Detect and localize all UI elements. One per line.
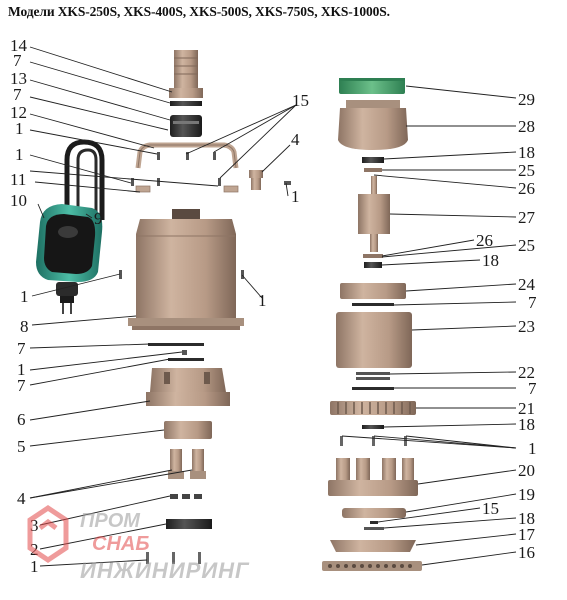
screws-top xyxy=(131,152,221,186)
callout-1: 1 xyxy=(15,145,24,164)
base-plate xyxy=(166,519,212,529)
bottom-screws xyxy=(146,552,201,564)
callout-25: 25 xyxy=(518,236,535,255)
callout-14: 14 xyxy=(10,36,28,55)
gasket-right-7a xyxy=(352,303,394,306)
impeller xyxy=(342,508,406,518)
watermark-line-1: ПРОМ xyxy=(80,510,141,532)
callout-1: 1 xyxy=(528,439,537,458)
callout-4: 4 xyxy=(17,489,26,508)
callout-13: 13 xyxy=(10,69,27,88)
valve-band xyxy=(173,121,199,124)
cable-gland xyxy=(249,170,291,190)
motor-end-cap xyxy=(340,283,406,299)
diagram-title: Модели XKS-250S, XKS-400S, XKS-500S, XKS… xyxy=(8,4,390,19)
callout-15: 15 xyxy=(292,91,309,110)
bearing-bottom xyxy=(364,262,382,268)
callout-8: 8 xyxy=(20,317,29,336)
check-valve xyxy=(170,115,202,137)
callout-16: 16 xyxy=(518,543,535,562)
callout-22: 22 xyxy=(518,363,535,382)
bearing-18c xyxy=(362,425,384,429)
callout-12: 12 xyxy=(10,103,27,122)
callout-27: 27 xyxy=(518,208,536,227)
callout-29: 29 xyxy=(518,90,535,109)
callout-7: 7 xyxy=(13,85,22,104)
callout-1: 1 xyxy=(291,187,300,206)
callout-7: 7 xyxy=(17,339,26,358)
callout-18: 18 xyxy=(518,143,535,162)
right-screws xyxy=(340,436,407,446)
callout-23: 23 xyxy=(518,317,535,336)
callout-18: 18 xyxy=(482,251,499,270)
o-ring xyxy=(170,101,202,106)
watermark-line-2: СНАБ xyxy=(92,533,150,555)
screw-right xyxy=(241,270,244,279)
callout-1: 1 xyxy=(17,360,26,379)
callout-7: 7 xyxy=(528,379,537,398)
wear-plate xyxy=(330,540,416,552)
callout-6: 6 xyxy=(17,410,26,429)
gasket-right-7b xyxy=(352,387,394,390)
upper-coupling xyxy=(338,100,408,150)
callout-5: 5 xyxy=(17,437,26,456)
callout-1: 1 xyxy=(258,291,267,310)
callout-26: 26 xyxy=(518,179,535,198)
motor-housing xyxy=(128,209,244,330)
callout-4: 4 xyxy=(291,130,300,149)
impeller-housing xyxy=(328,458,418,496)
callout-7: 7 xyxy=(13,51,22,70)
callout-21: 21 xyxy=(518,399,535,418)
small-nuts xyxy=(170,494,202,499)
gasket-7b xyxy=(168,358,204,361)
leader-lines xyxy=(29,46,517,567)
callout-18: 18 xyxy=(518,415,535,434)
callout-7: 7 xyxy=(528,293,537,312)
gasket-7a xyxy=(148,343,204,346)
float-switch xyxy=(36,204,103,282)
company-watermark: ПРОМ СНАБ ИНЖИНИРИНГ xyxy=(27,504,250,583)
callout-3: 3 xyxy=(30,516,39,535)
callout-20: 20 xyxy=(518,461,535,480)
callout-numbers: 14 7 13 7 12 1 1 11 10 9 15 4 1 1 1 8 7 … xyxy=(10,36,537,576)
callout-24: 24 xyxy=(518,275,536,294)
watermark-line-3: ИНЖИНИРИНГ xyxy=(80,558,250,583)
handle-bracket xyxy=(135,142,239,193)
callout-26: 26 xyxy=(476,231,493,250)
pump-body xyxy=(146,368,230,406)
bearing-18d xyxy=(364,527,384,530)
top-cap xyxy=(339,78,405,94)
spring-ring xyxy=(356,372,390,380)
stator xyxy=(336,312,412,368)
screw-mid xyxy=(182,350,187,355)
callout-11: 11 xyxy=(10,170,26,189)
callout-1: 1 xyxy=(15,119,24,138)
outlet-pipe xyxy=(169,50,203,98)
seal-top xyxy=(364,168,382,172)
seal-bottom xyxy=(363,254,383,258)
impeller-sleeve xyxy=(164,421,212,439)
support-posts xyxy=(168,449,206,479)
rotor xyxy=(358,176,390,252)
callout-1: 1 xyxy=(30,557,39,576)
callout-9: 9 xyxy=(94,209,103,228)
company-logo-icon xyxy=(27,504,69,564)
callout-15: 15 xyxy=(482,499,499,518)
callout-28: 28 xyxy=(518,117,535,136)
callout-1: 1 xyxy=(20,287,29,306)
strainer xyxy=(322,561,422,571)
diffuser-ring xyxy=(330,401,416,415)
screw-left xyxy=(119,270,122,279)
shaft-seal-15 xyxy=(370,521,378,524)
callout-18: 18 xyxy=(518,509,535,528)
callout-25: 25 xyxy=(518,161,535,180)
callout-7: 7 xyxy=(17,376,26,395)
callout-10: 10 xyxy=(10,191,27,210)
callout-19: 19 xyxy=(518,485,535,504)
bearing-top xyxy=(362,157,384,163)
callout-17: 17 xyxy=(518,525,536,544)
